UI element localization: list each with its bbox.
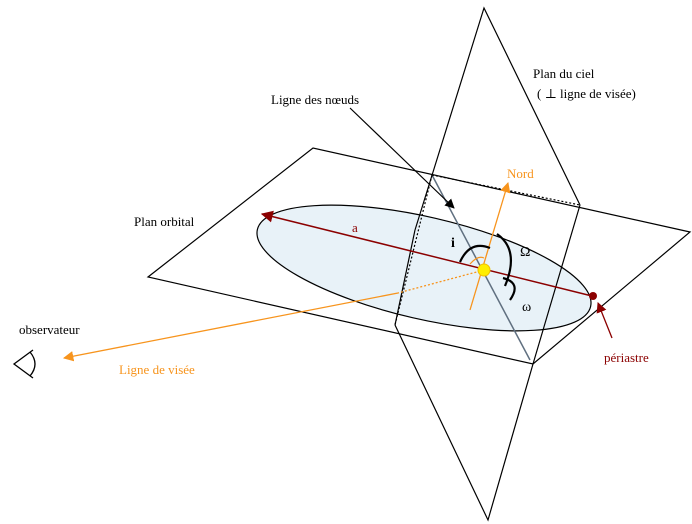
semi-major-axis-label: a [352,220,358,235]
inclination-arc [458,244,491,263]
star [477,263,491,277]
line-of-nodes-label: Ligne des nœuds [271,92,359,107]
semi-major-axis-line [260,210,593,297]
orbital-plane-label: Plan orbital [134,214,195,229]
line-of-nodes-pointer [349,107,455,209]
line-of-sight-arrow [62,292,399,362]
orbit-ellipse [256,204,592,332]
sky-plane-lower [394,324,534,522]
orbital-plane [146,147,692,365]
sky-plane-hidden-edge [431,174,581,206]
longitude-node-label: Ω [520,245,530,260]
sky-plane-left-edge [394,229,416,326]
line-of-sight-label: Ligne de visée [119,362,195,377]
periastron-pointer [596,302,613,339]
north-label: Nord [507,166,534,181]
inclination-label: i [451,236,455,251]
periastron-label: périastre [604,350,649,365]
observer-eye-lens [29,351,36,377]
periastron-point [589,292,597,300]
line-of-sight-dotted [397,269,485,294]
omega-periastron-arc [502,276,516,301]
sky-plane-hidden-edge-left [394,174,433,326]
observer-eye-icon [12,349,34,379]
small-orange-arc [469,256,485,265]
sky-plane-right-edge [532,204,581,365]
argument-periastron-label: ω [522,300,531,315]
sky-plane-label-line1: Plan du ciel [533,66,595,81]
sky-plane-label-line2: ( ⊥ ligne de visée) [537,86,636,101]
observer-label: observateur [19,322,80,337]
sky-plane-upper [414,6,581,231]
